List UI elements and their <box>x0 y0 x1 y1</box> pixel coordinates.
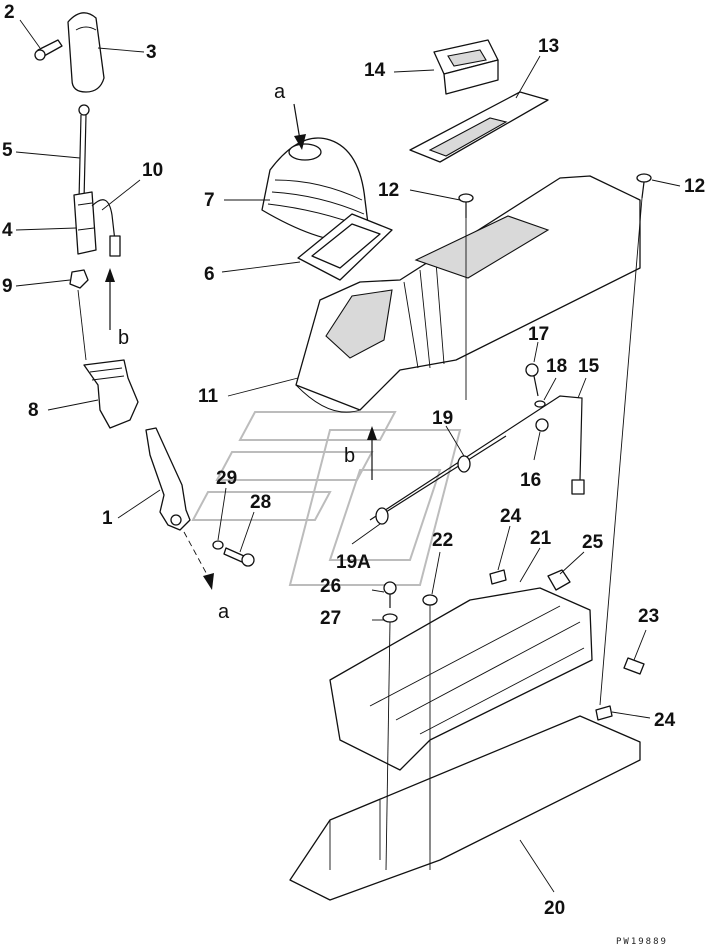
cover-plate <box>409 91 549 163</box>
callout-13: 13 <box>538 36 559 57</box>
bolt-23 <box>623 657 645 675</box>
clip-24-upper <box>489 569 507 585</box>
callout-24-upper: 24 <box>500 506 522 527</box>
shift-knob <box>67 12 105 93</box>
callout-a-lower: a <box>218 601 230 623</box>
clamp-19a <box>375 507 389 525</box>
callout-25: 25 <box>582 532 604 553</box>
clip-24-lower <box>595 705 613 721</box>
callout-9: 9 <box>2 276 13 297</box>
callout-12-left: 12 <box>378 180 399 201</box>
callout-19a: 19A <box>336 552 371 573</box>
callout-29: 29 <box>216 468 237 489</box>
washer <box>212 540 224 550</box>
callout-27: 27 <box>320 608 341 629</box>
lever-rod <box>78 104 90 201</box>
callout-6: 6 <box>204 264 215 285</box>
callout-12-right: 12 <box>684 176 705 197</box>
boot-frame <box>297 213 393 281</box>
callout-a-upper: a <box>274 81 286 103</box>
wire-harness <box>369 395 585 521</box>
bolt-top-right <box>636 173 652 199</box>
bolt-top-left <box>458 193 474 218</box>
washer-18 <box>534 400 546 408</box>
clip-22 <box>422 594 438 606</box>
callout-b-lower: b <box>344 445 355 467</box>
lever-boot <box>261 137 371 243</box>
callout-3: 3 <box>146 42 157 63</box>
nut-25 <box>547 569 571 591</box>
callout-28: 28 <box>250 492 271 513</box>
watermark-logo <box>191 411 462 586</box>
callout-10: 10 <box>142 160 163 181</box>
callout-labels: 2 3 5 10 4 9 b 8 1 29 28 a a 7 6 11 14 1… <box>2 2 705 919</box>
callout-4: 4 <box>2 220 13 241</box>
console-base <box>289 715 641 901</box>
washer-27 <box>382 613 398 623</box>
callout-2: 2 <box>4 2 15 23</box>
console-cover <box>295 175 641 413</box>
callout-5: 5 <box>2 140 13 161</box>
clamp-19 <box>457 455 471 473</box>
callout-18: 18 <box>546 356 567 377</box>
callout-17: 17 <box>528 324 549 345</box>
switch-wire <box>91 199 121 257</box>
shift-lever <box>145 427 191 531</box>
lever-bracket <box>73 191 97 255</box>
drawing-reference: PW19889 <box>616 937 668 947</box>
bolt-17 <box>525 363 539 397</box>
callout-14: 14 <box>364 60 386 81</box>
callout-11: 11 <box>198 386 219 407</box>
callout-15: 15 <box>578 356 600 377</box>
screw <box>34 39 63 61</box>
callout-21: 21 <box>530 528 552 549</box>
callout-7: 7 <box>204 190 215 211</box>
callout-26: 26 <box>320 576 341 597</box>
callout-22: 22 <box>432 530 453 551</box>
bolt-26 <box>383 581 397 608</box>
callout-b-upper: b <box>118 327 129 349</box>
switch <box>433 39 499 95</box>
lever-boot-lower <box>83 359 139 429</box>
console-frame <box>329 587 593 771</box>
callout-8: 8 <box>28 400 39 421</box>
nut <box>69 269 89 289</box>
callout-1: 1 <box>102 508 113 529</box>
callout-19: 19 <box>432 408 453 429</box>
bolt <box>223 547 255 567</box>
callout-16: 16 <box>520 470 541 491</box>
callout-20: 20 <box>544 898 565 919</box>
leader-lines <box>15 19 681 893</box>
callout-24-lower: 24 <box>654 710 676 731</box>
callout-23: 23 <box>638 606 659 627</box>
